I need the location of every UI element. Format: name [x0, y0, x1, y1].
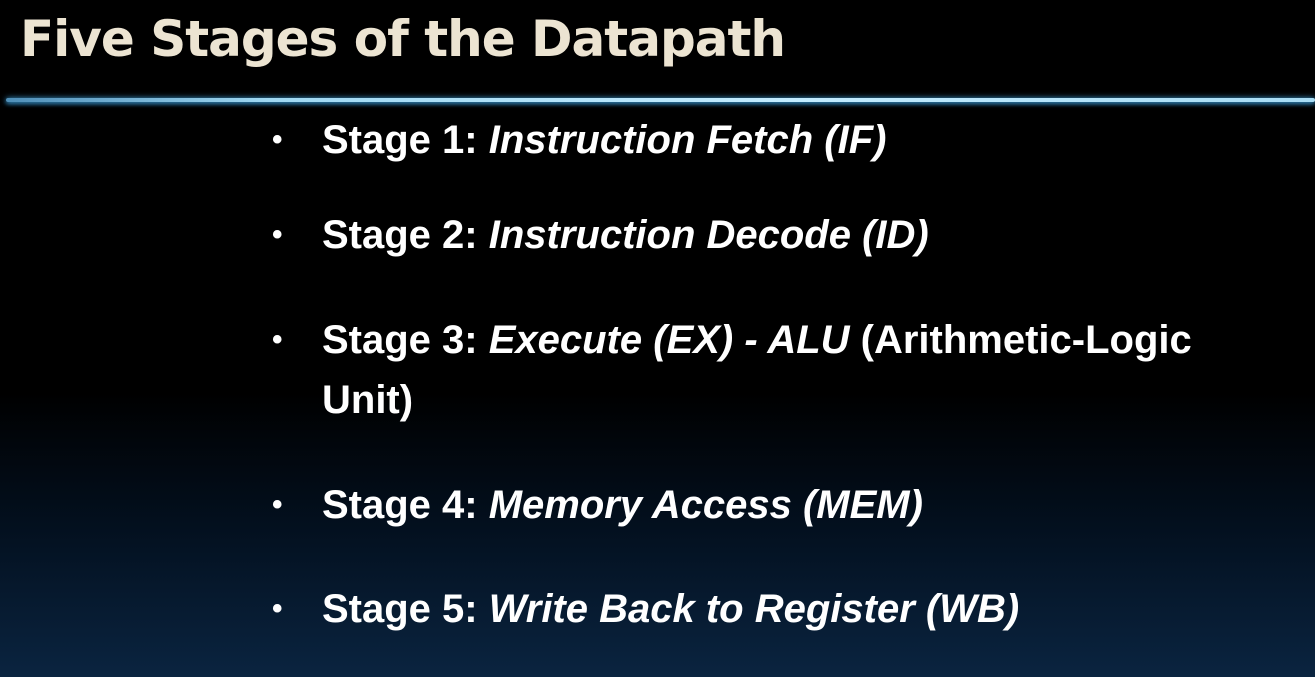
bullet-marker: •: [272, 123, 283, 156]
bullet-stage-4: • Stage 4: Memory Access (MEM): [272, 475, 1272, 535]
stage-label: Stage 5:: [322, 587, 489, 631]
bullet-marker: •: [272, 488, 283, 521]
stage-name: Memory Access (MEM): [488, 483, 923, 527]
bullet-marker: •: [272, 592, 283, 625]
bullet-marker: •: [272, 323, 283, 356]
bullet-stage-1: • Stage 1: Instruction Fetch (IF): [272, 110, 1272, 170]
stage-name: Instruction Fetch (IF): [488, 118, 887, 162]
stage-label: Stage 1:: [322, 118, 489, 162]
bullet-text: Stage 3: Execute (EX) - ALU (Arithmetic-…: [322, 310, 1272, 430]
bullet-text: Stage 5: Write Back to Register (WB): [322, 579, 1272, 639]
bullet-text: Stage 4: Memory Access (MEM): [322, 475, 1272, 535]
bullet-text: Stage 2: Instruction Decode (ID): [322, 205, 1272, 265]
stage-name: Instruction Decode (ID): [488, 213, 929, 257]
bullet-marker: •: [272, 218, 283, 251]
bullet-stage-5: • Stage 5: Write Back to Register (WB): [272, 579, 1272, 639]
stage-label: Stage 3:: [322, 318, 489, 362]
stage-label: Stage 4:: [322, 483, 489, 527]
stage-suffix: (Arithmetic-Logic Unit): [322, 318, 1192, 422]
stage-name: Execute (EX) - ALU: [488, 318, 850, 362]
stage-label: Stage 2:: [322, 213, 489, 257]
bullet-text: Stage 1: Instruction Fetch (IF): [322, 110, 1272, 170]
title-divider: [6, 98, 1315, 102]
bullet-stage-3: • Stage 3: Execute (EX) - ALU (Arithmeti…: [272, 310, 1272, 430]
slide-title: Five Stages of the Datapath: [20, 10, 786, 68]
stage-name: Write Back to Register (WB): [488, 587, 1020, 631]
bullet-stage-2: • Stage 2: Instruction Decode (ID): [272, 205, 1272, 265]
